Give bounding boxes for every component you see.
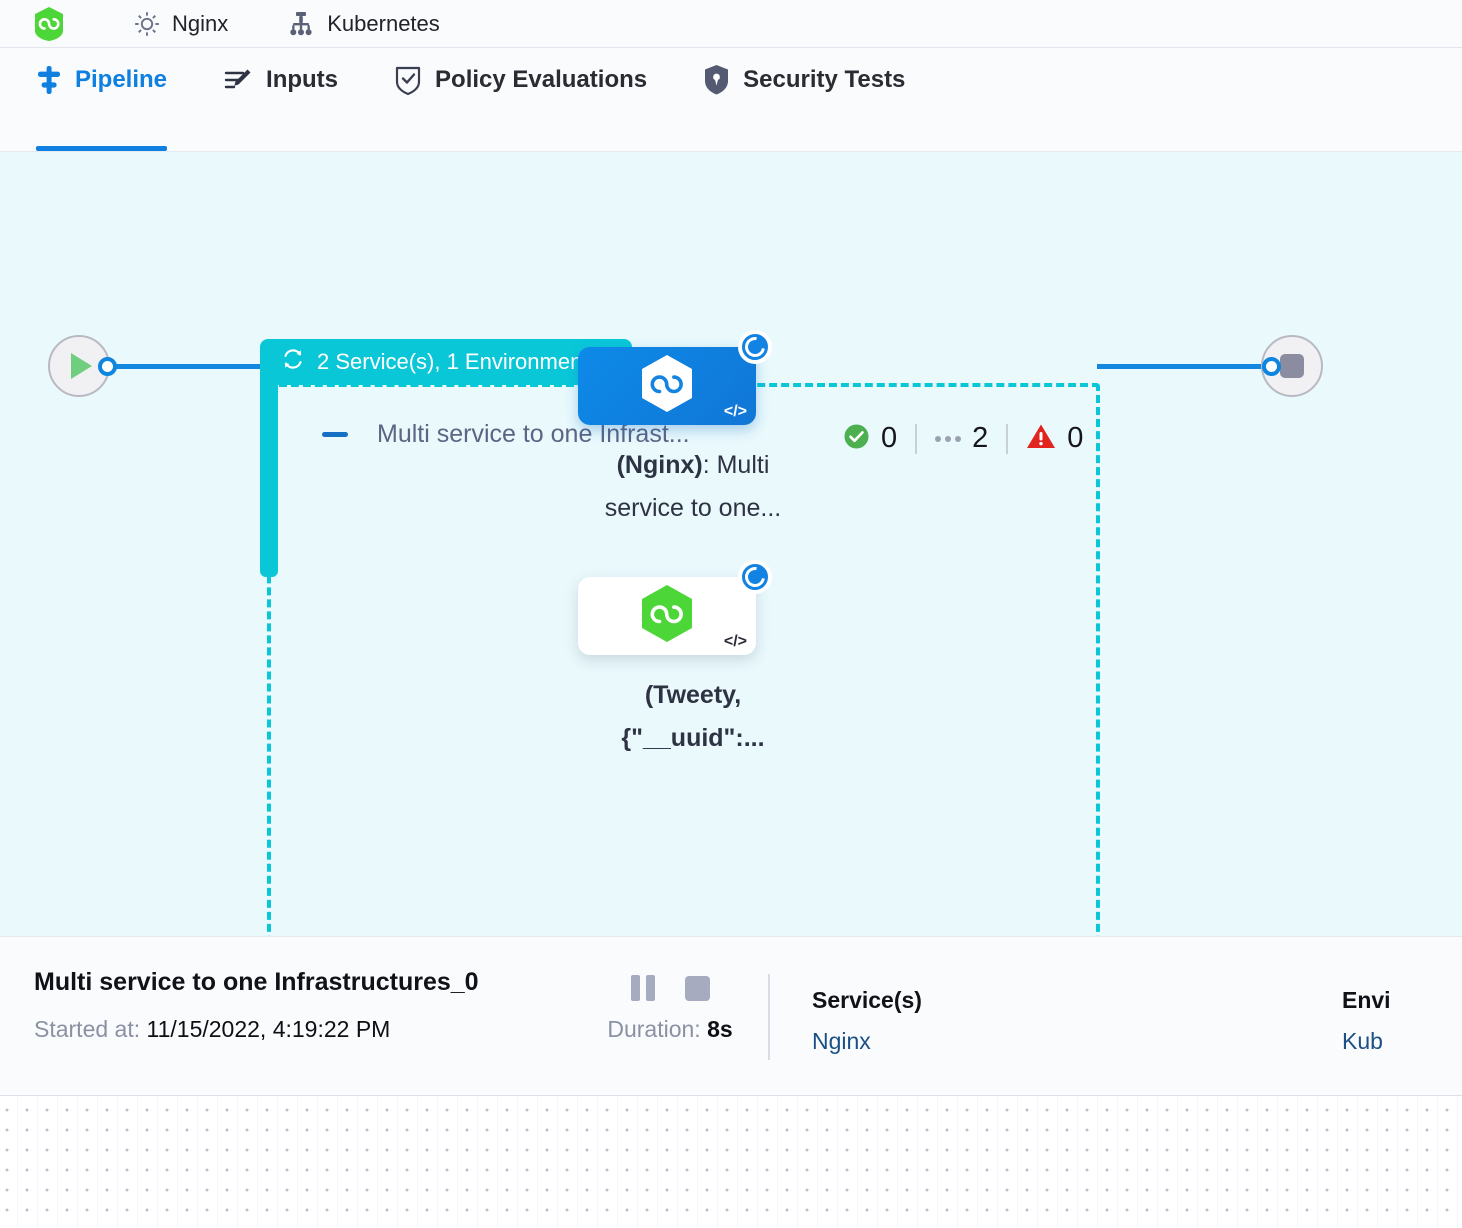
counter-failed-value: 0 [1067, 422, 1084, 454]
running-spinner-icon [738, 330, 772, 364]
detail-started-at: Started at: 11/15/2022, 4:19:22 PM [34, 1016, 572, 1043]
tab-inputs-label: Inputs [266, 65, 339, 93]
topbar-item-environment-label: Kubernetes [327, 10, 440, 36]
running-spinner-icon [738, 560, 772, 594]
detail-duration: Duration: 8s [572, 1016, 768, 1043]
stop-icon [1280, 354, 1304, 378]
start-node-port[interactable] [98, 357, 117, 376]
node-tweety-label: (Tweety, {"__uuid":... [578, 674, 808, 760]
detail-started-label: Started at: [34, 1016, 141, 1042]
pause-icon[interactable] [630, 975, 655, 1001]
infrastructure-icon [286, 10, 316, 38]
code-glyph-icon: </> [723, 633, 747, 650]
tab-pipeline-label: Pipeline [75, 65, 168, 93]
node-nginx-card[interactable]: </> [578, 330, 772, 425]
stop-icon[interactable] [684, 975, 710, 1001]
detail-environments-value[interactable]: Kub [1342, 1028, 1383, 1054]
detail-title: Multi service to one Infrastructures_0 [34, 968, 479, 996]
node-nginx-label-rest: : Multi service to one... [604, 451, 782, 522]
detail-controls-block: Duration: 8s [572, 937, 768, 1043]
node-tweety-label-bold: (Tweety, {"__uuid":... [621, 681, 765, 752]
playback-controls [572, 975, 768, 1001]
detail-duration-value: 8s [707, 1016, 733, 1042]
execution-detail-panel: Multi service to one Infrastructures_0 S… [0, 936, 1462, 1096]
detail-duration-label: Duration: [607, 1016, 701, 1042]
code-glyph-icon: </> [723, 403, 747, 420]
hexagon-green-icon [34, 6, 64, 41]
inputs-icon [223, 66, 253, 94]
tab-security-tests-label: Security Tests [743, 65, 906, 93]
group-status-counters: 0 2 0 [843, 422, 1101, 455]
detail-services-head: Service(s) [812, 987, 922, 1013]
edge-group-to-end [1097, 364, 1272, 369]
detail-services-value[interactable]: Nginx [812, 1028, 871, 1054]
counter-running: 2 [917, 422, 1006, 455]
play-icon [71, 353, 92, 379]
node-nginx[interactable]: </> (Nginx): Multi service to one... [578, 330, 808, 530]
context-topbar: Nginx Kubern [0, 0, 1462, 48]
counter-failed: 0 [1008, 422, 1101, 455]
counter-divider-1 [915, 423, 918, 454]
topbar-item-service[interactable]: Nginx [133, 10, 228, 38]
group-badge-label: 2 Service(s), 1 Environment(s) [317, 349, 615, 374]
node-nginx-label-bold: (Nginx) [616, 451, 703, 479]
error-warning-triangle-icon [1026, 423, 1056, 455]
canvas-dot-grid-background [0, 1096, 1462, 1228]
group-badge[interactable]: 2 Service(s), 1 Environment(s) [260, 339, 633, 385]
pipeline-icon [36, 65, 62, 95]
end-node-port[interactable] [1262, 357, 1281, 376]
tab-inputs[interactable]: Inputs [223, 48, 338, 151]
tab-policy-evaluations[interactable]: Policy Evaluations [394, 48, 647, 151]
detail-left-block: Multi service to one Infrastructures_0 S… [0, 937, 572, 1043]
tab-policy-evaluations-label: Policy Evaluations [435, 65, 648, 93]
group-left-bar [260, 377, 278, 577]
collapse-dash-icon[interactable] [322, 432, 348, 437]
harness-hexagon-green-icon [639, 584, 695, 649]
topbar-item-environment[interactable]: Kubernetes [286, 10, 440, 38]
detail-divider [768, 974, 770, 1060]
ellipsis-running-icon [935, 435, 962, 442]
node-tweety[interactable]: </> (Tweety, {"__uuid":... [578, 560, 808, 760]
tab-strip: Pipeline Inputs Policy Evaluations [0, 48, 1462, 152]
detail-started-value: 11/15/2022, 4:19:22 PM [146, 1016, 391, 1042]
gear-icon [133, 10, 161, 38]
detail-column-environments: Envi Kub [1342, 937, 1462, 1055]
topbar-item-harness[interactable] [34, 6, 75, 41]
pipeline-canvas[interactable]: 2 Service(s), 1 Environment(s) Multi ser… [0, 152, 1462, 936]
counter-success: 0 [843, 422, 915, 455]
security-shield-icon [703, 64, 730, 96]
tab-pipeline[interactable]: Pipeline [36, 48, 168, 151]
success-check-icon [843, 423, 870, 455]
detail-environments-head: Envi [1342, 987, 1391, 1013]
detail-column-services: Service(s) Nginx [770, 937, 922, 1055]
counter-success-value: 0 [881, 422, 898, 454]
node-tweety-card[interactable]: </> [578, 560, 772, 655]
topbar-item-service-label: Nginx [172, 10, 229, 36]
node-nginx-label: (Nginx): Multi service to one... [578, 444, 808, 530]
loop-repeat-icon [280, 346, 306, 378]
counter-divider-2 [1006, 423, 1009, 454]
policy-shield-check-icon [394, 64, 422, 96]
counter-running-value: 2 [972, 422, 989, 454]
harness-hexagon-white-icon [639, 354, 695, 419]
edge-start-to-group [110, 364, 270, 369]
tab-security-tests[interactable]: Security Tests [703, 48, 905, 151]
